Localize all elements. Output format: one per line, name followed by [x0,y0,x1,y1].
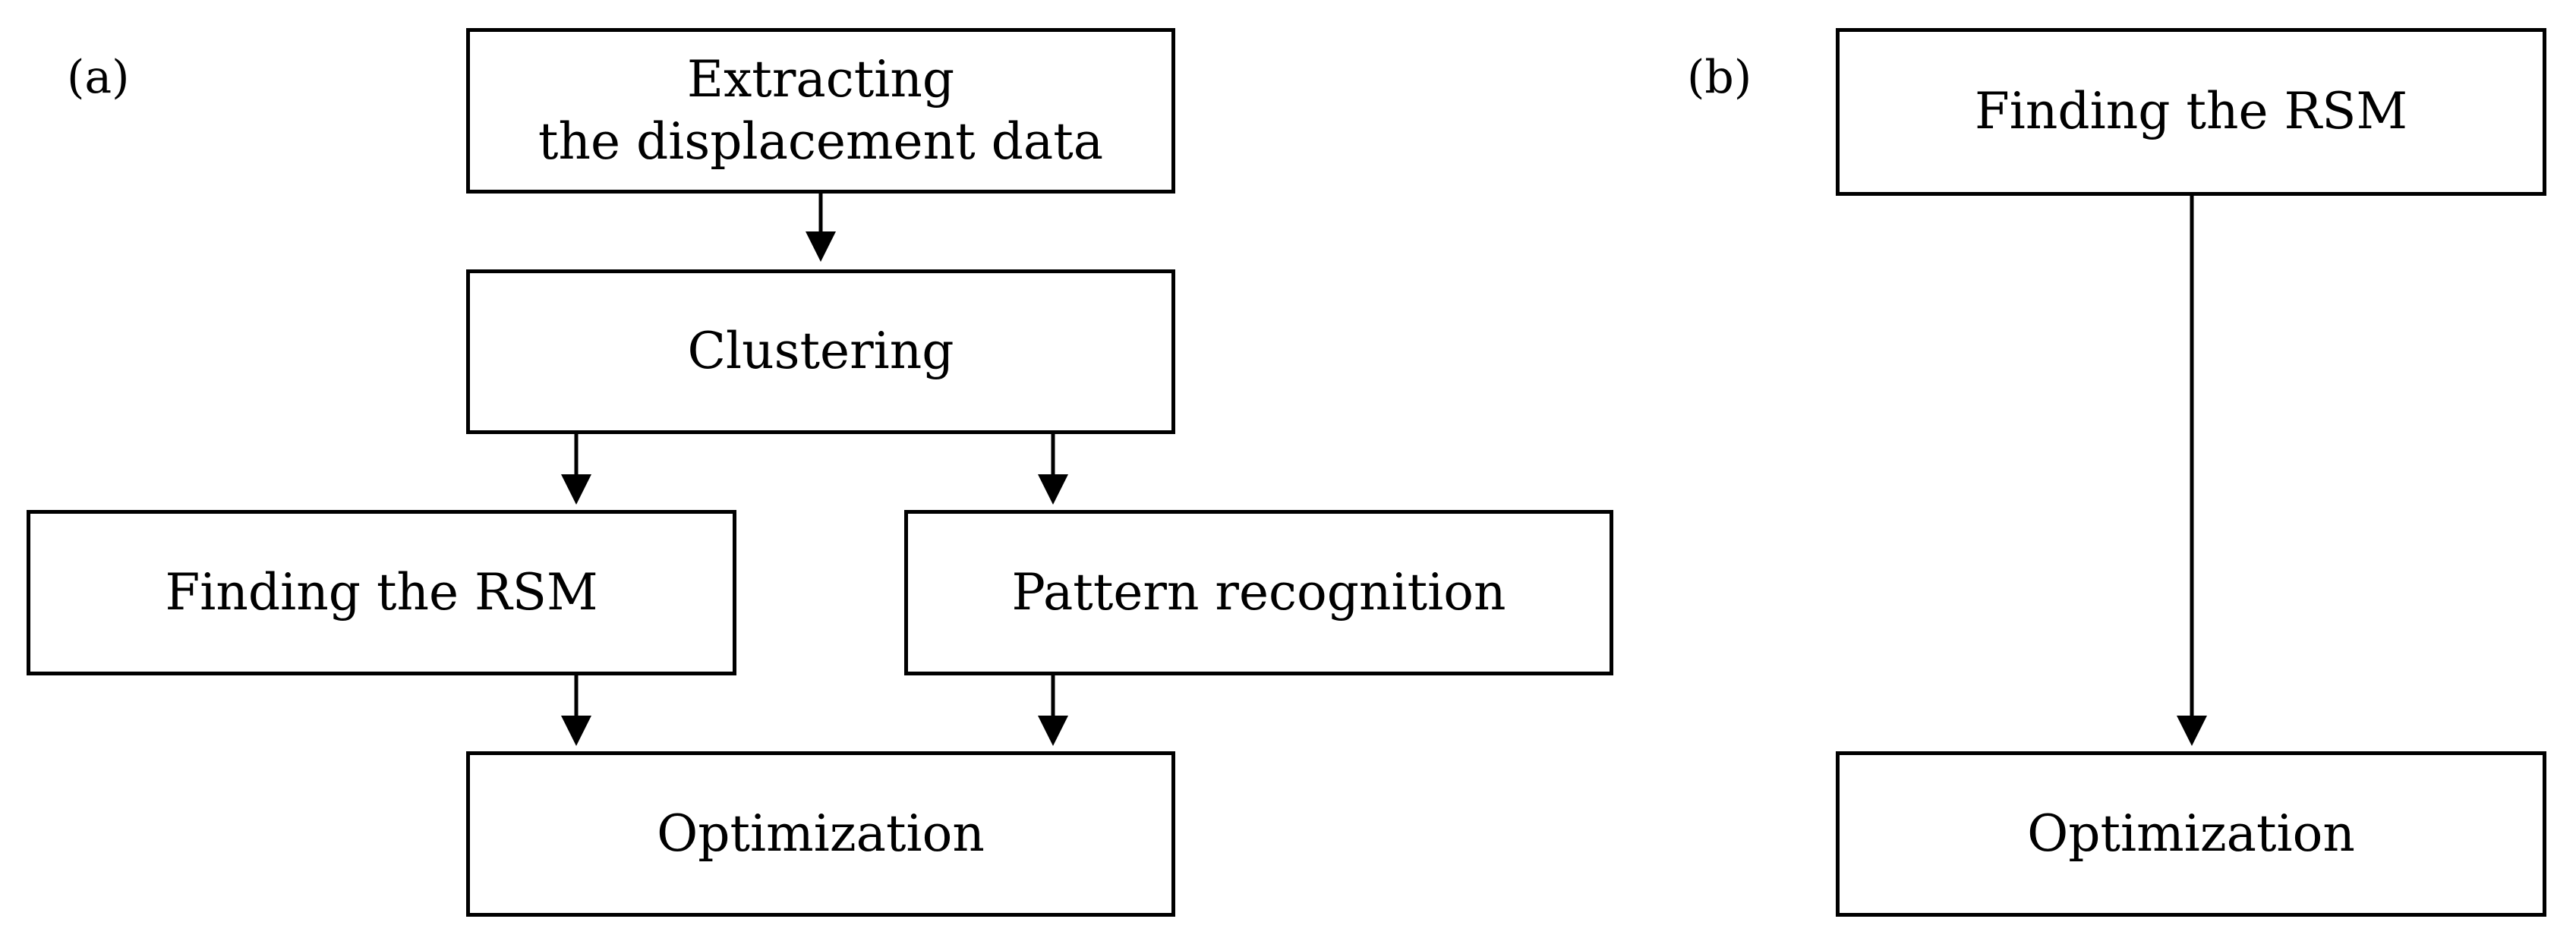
node-b-optimization-label: Optimization [2027,804,2355,863]
node-optimization-label: Optimization [657,804,985,863]
node-finding-rsm: Finding the RSM [27,510,736,675]
node-clustering: Clustering [466,269,1175,434]
node-pattern-recognition: Pattern recognition [904,510,1613,675]
node-finding-rsm-label: Finding the RSM [165,562,598,622]
node-b-finding-rsm: Finding the RSM [1836,28,2546,196]
panel-label-a: (a) [67,51,130,104]
node-pattern-recognition-label: Pattern recognition [1011,562,1506,622]
panel-label-b: (b) [1687,51,1752,104]
node-clustering-label: Clustering [687,322,954,381]
node-b-optimization: Optimization [1836,751,2546,917]
node-optimization: Optimization [466,751,1175,917]
node-extracting-line-2: the displacement data [538,112,1104,171]
node-extracting-line-1: Extracting [686,49,955,109]
node-extracting-displacement-data: Extracting the displacement data [466,28,1175,194]
node-b-finding-rsm-label: Finding the RSM [1974,82,2408,141]
